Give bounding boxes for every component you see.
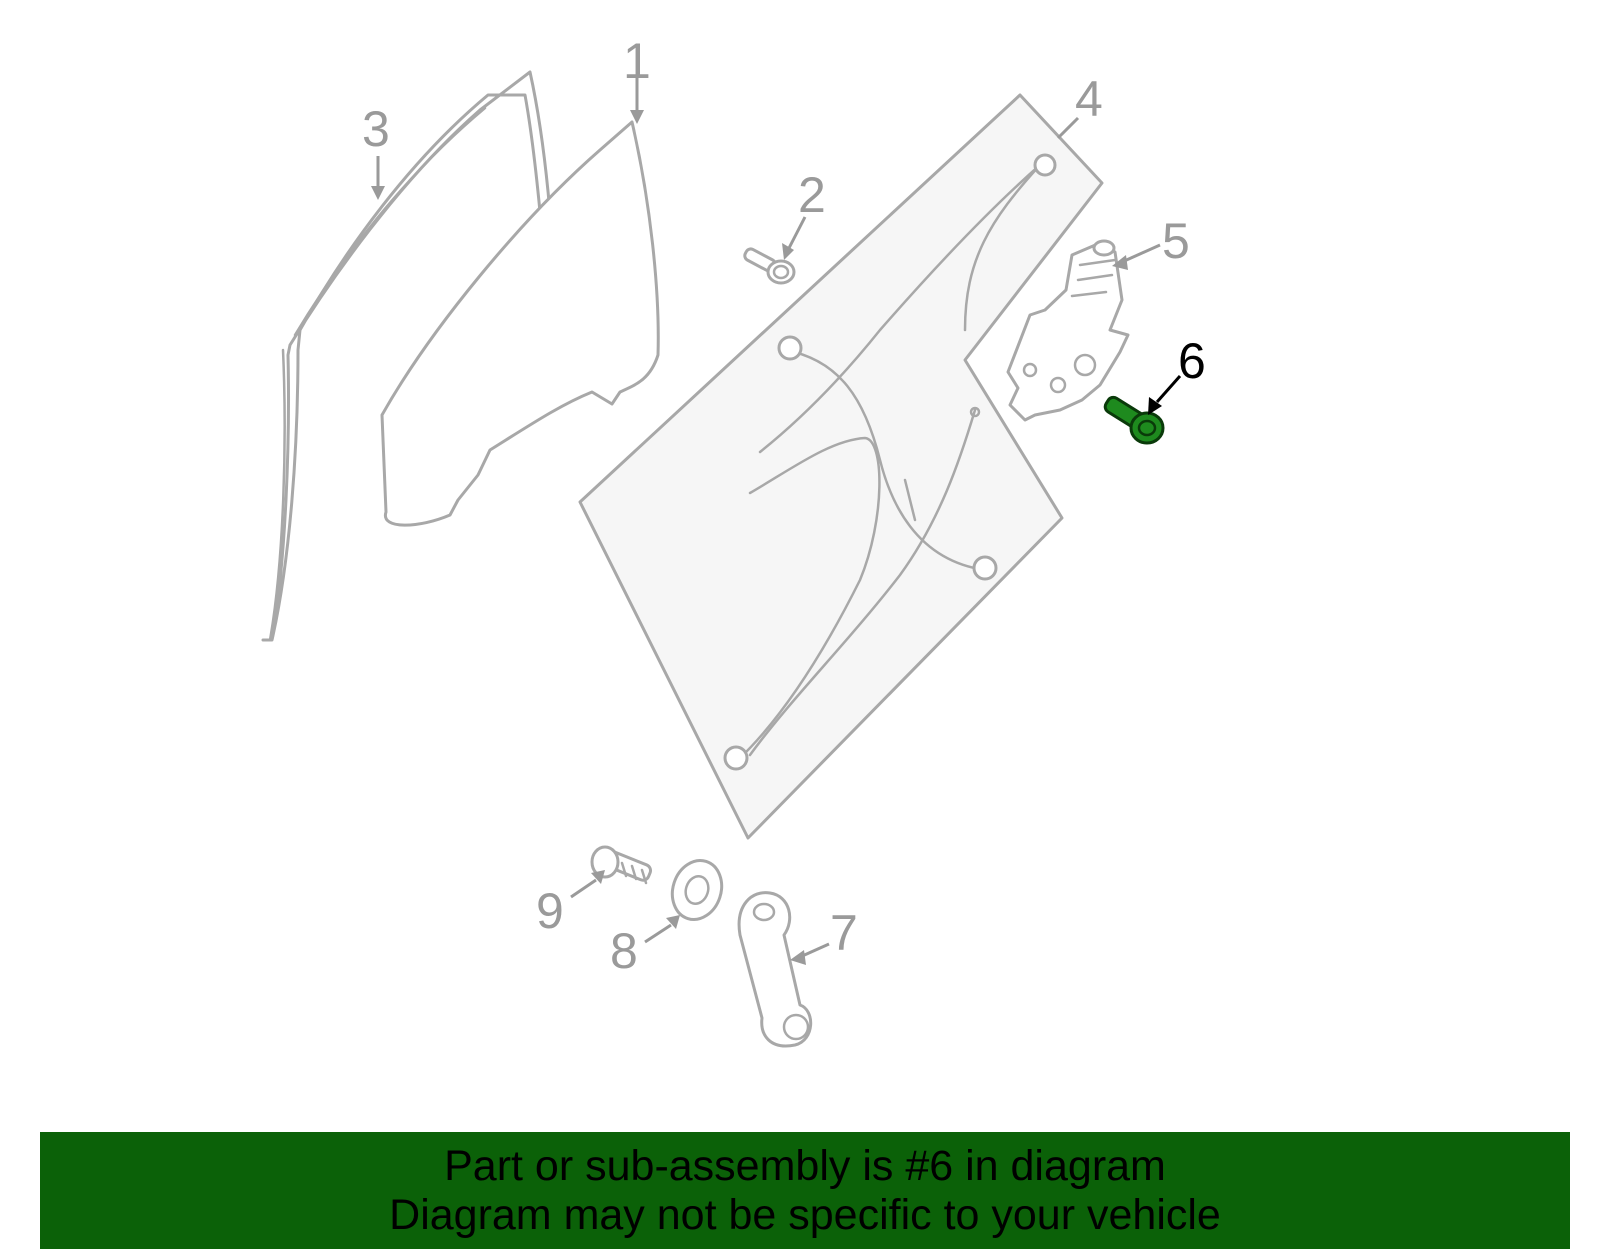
callout-6[interactable]: 6 [1178, 333, 1206, 389]
callout-7: 7 [830, 905, 858, 961]
part-9-bolt [590, 845, 653, 885]
banner-line-2: Diagram may not be specific to your vehi… [389, 1191, 1221, 1239]
callout-8: 8 [610, 923, 638, 979]
part-6-bolt-highlighted[interactable] [1103, 395, 1165, 445]
callout-4: 4 [1075, 71, 1103, 127]
callout-3: 3 [362, 101, 390, 157]
callout-labels: 1 2 3 4 5 6 7 8 9 [362, 33, 1206, 979]
part-2-bolt [743, 247, 796, 285]
callout-1: 1 [623, 33, 651, 89]
banner-line-1: Part or sub-assembly is #6 in diagram [444, 1142, 1166, 1190]
part-1-window-glass [380, 120, 660, 527]
part-5-motor [1006, 239, 1130, 422]
part-8-washer [670, 859, 724, 921]
callout-9: 9 [536, 883, 564, 939]
part-7-crank-handle [737, 891, 813, 1048]
info-banner: Part or sub-assembly is #6 in diagram Di… [40, 1132, 1570, 1249]
part-4-regulator [578, 93, 1104, 840]
parts-diagram: 1 2 3 4 5 6 7 8 9 [261, 33, 1206, 1048]
leader-lines [371, 78, 1182, 965]
callout-2: 2 [798, 167, 826, 223]
callout-5: 5 [1162, 213, 1190, 269]
